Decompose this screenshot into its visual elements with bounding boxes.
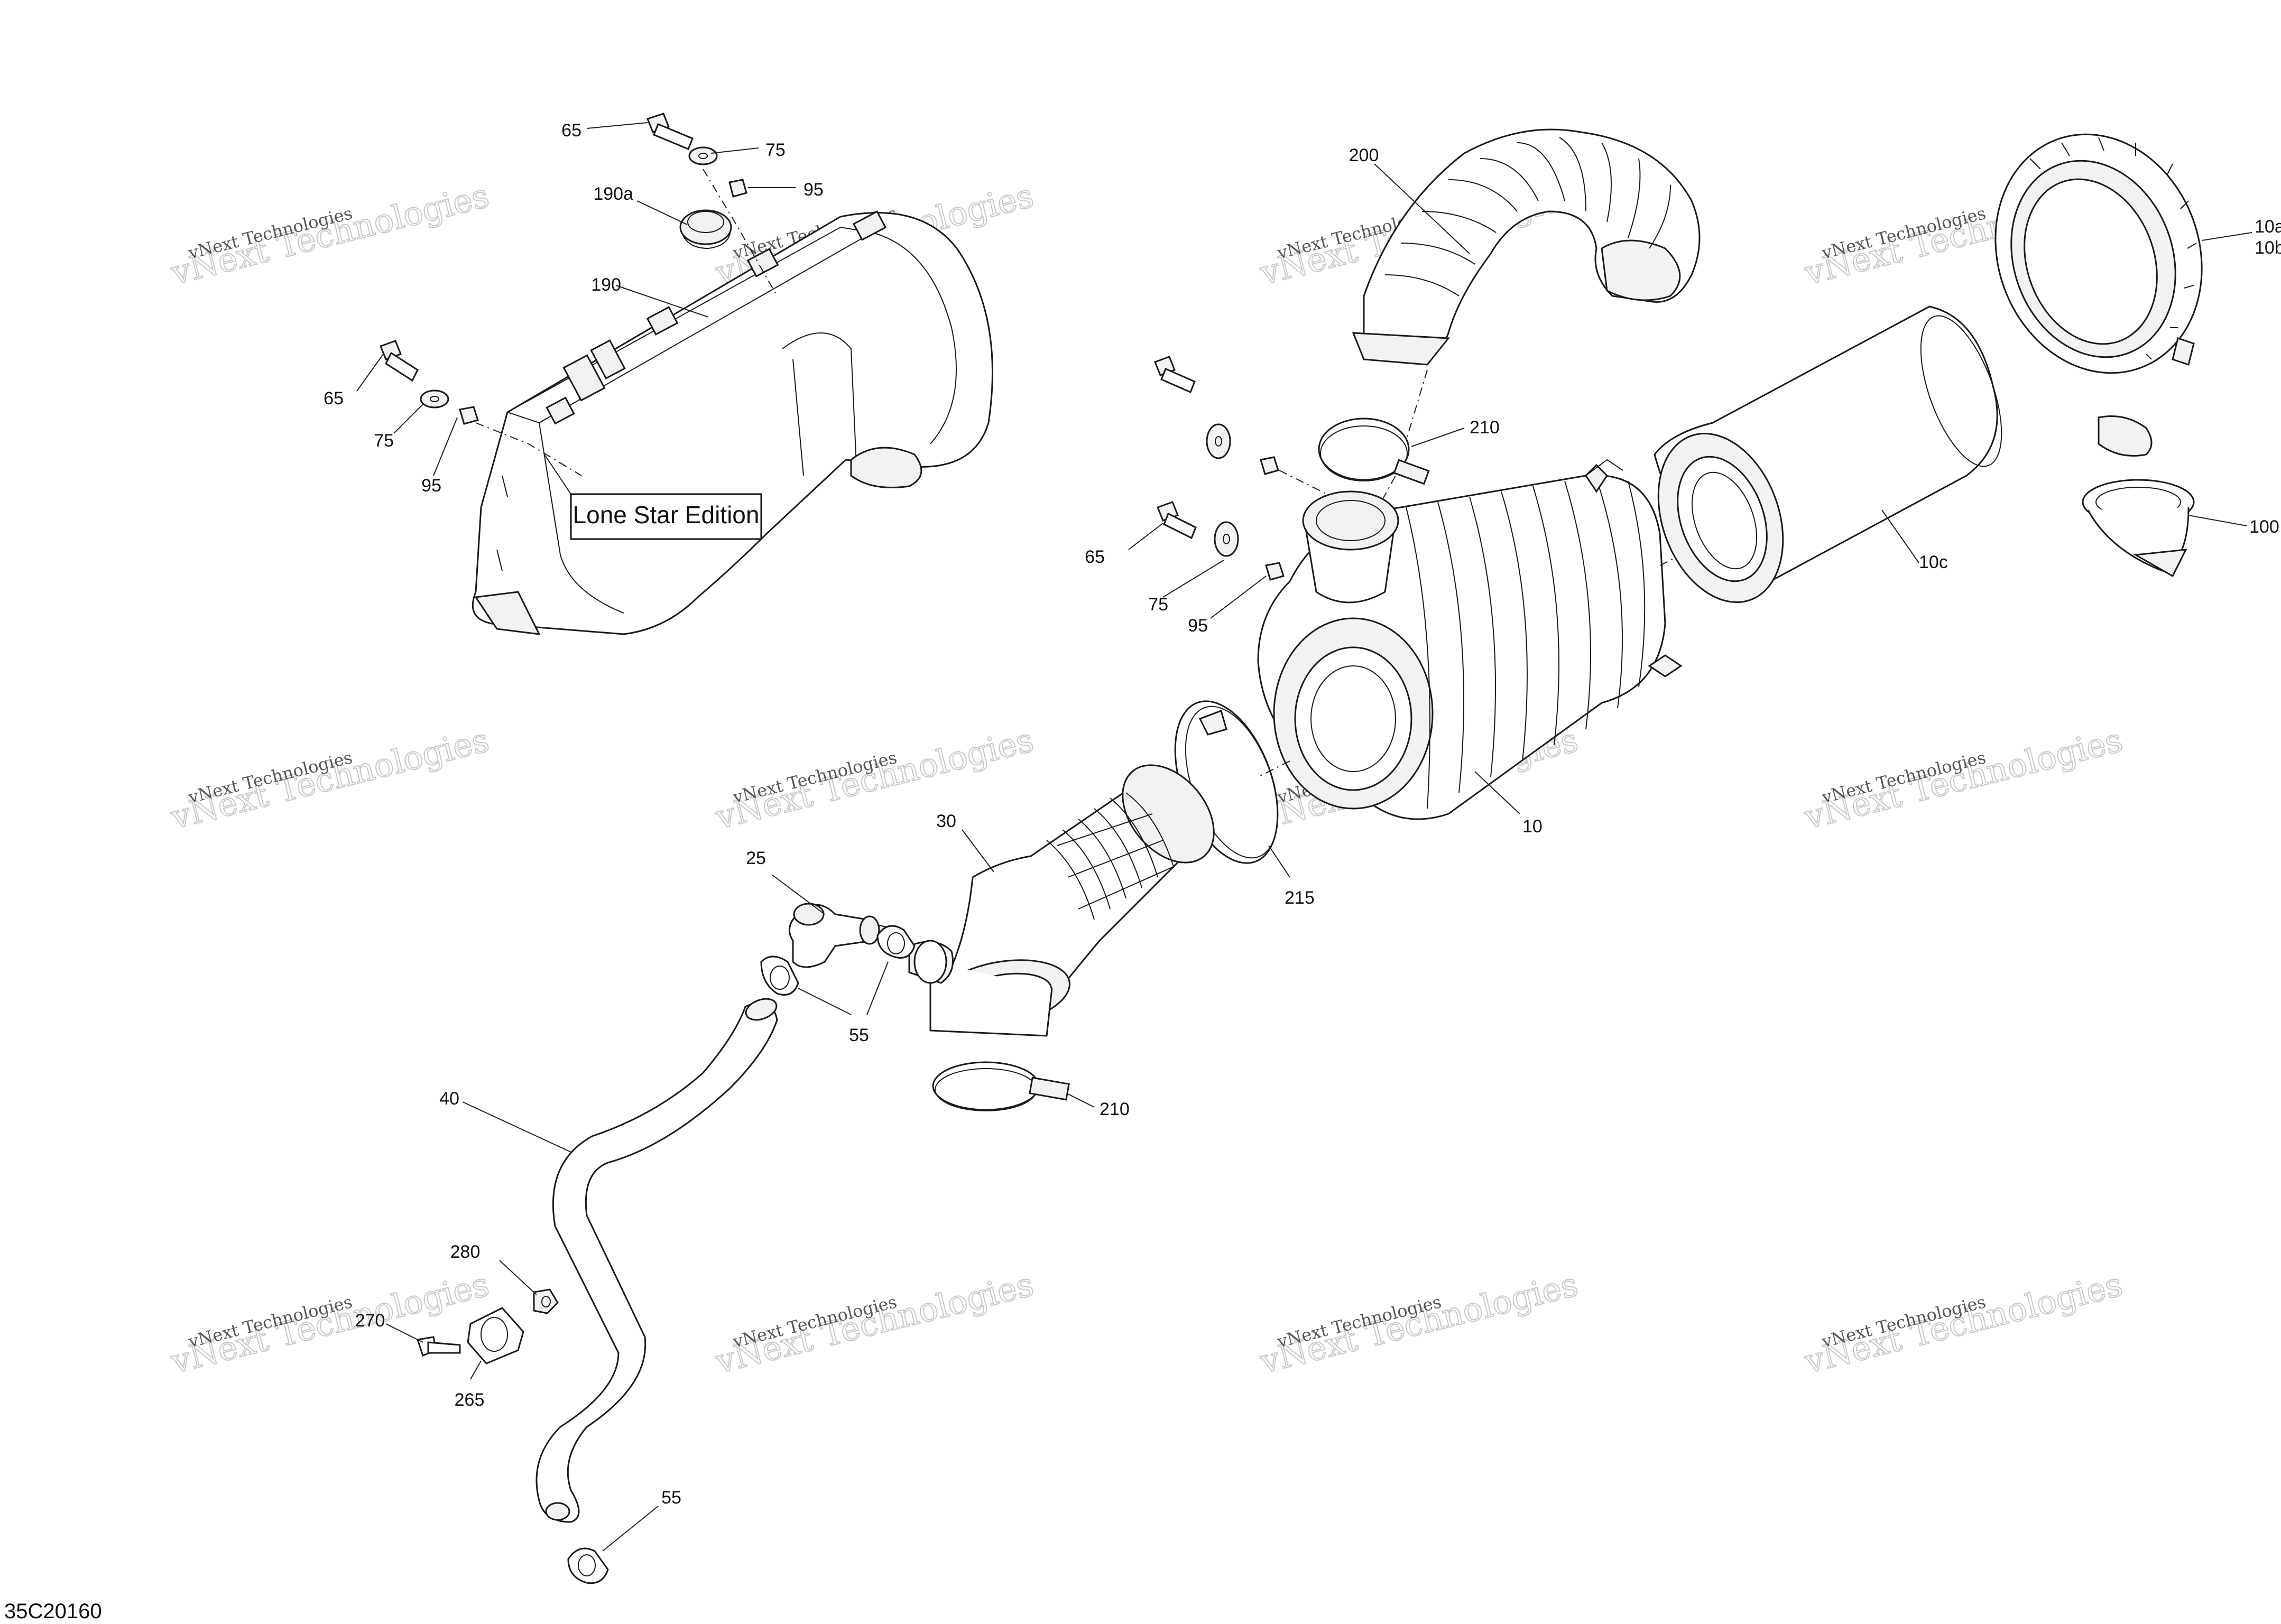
svg-text:vNext Technologies: vNext Technologies [1800,720,2126,837]
callout-190a: 190a [593,184,633,204]
callout-65-mid: 65 [1085,547,1105,567]
callout-65-top: 65 [561,120,581,141]
callout-215: 215 [1285,888,1315,908]
watermark-5: vNext Technologies vNext Technologies [167,720,493,837]
fastener-set-mid-upper [1154,356,1354,508]
watermark-11: vNext Technologies vNext Technologies [1255,1264,1582,1381]
fastener-set-left [380,340,582,476]
callout-95-mid: 95 [1188,616,1208,636]
fastener-set-mid-lower [1157,501,1285,581]
callout-280: 280 [450,1242,481,1262]
edition-label: Lone Star Edition [544,454,762,540]
callout-75-top: 75 [765,140,786,160]
svg-text:vNext Technologies: vNext Technologies [167,720,493,837]
leader-lines [356,122,2252,1552]
watermark-9: vNext Technologies vNext Technologies [167,1264,493,1381]
svg-text:vNext Technologies: vNext Technologies [167,176,493,292]
watermark-1: vNext Technologies vNext Technologies [167,175,493,293]
watermark-12: vNext Technologies vNext Technologies [1800,1264,2127,1381]
filter-element-10c [1654,305,2002,604]
callout-10b: 10b [2255,238,2281,258]
callout-210-bottom: 210 [1100,1099,1130,1119]
callout-75-mid: 75 [1148,595,1168,615]
callout-55-bottom: 55 [661,1488,681,1508]
watermark-10: vNext Technologies vNext Technologies [711,1264,1038,1381]
filter-cover-10a-10b [1994,133,2203,457]
svg-text:Lone Star Edition: Lone Star Edition [573,501,760,528]
callout-200: 200 [1349,145,1379,165]
callout-labels: 65 75 95 190a 190 65 75 95 200 210 65 75… [324,120,2281,1508]
callout-95-top: 95 [804,180,824,200]
intake-adapter-30 [908,764,1215,1037]
fastener-set-top [647,113,778,296]
callout-95-left: 95 [421,476,441,496]
drain-hose-40 [535,998,778,1523]
air-filter-housing-10 [1257,433,1935,820]
svg-text:vNext Technologies: vNext Technologies [712,1265,1037,1381]
watermark-6: vNext Technologies vNext Technologies [711,720,1038,837]
svg-text:vNext Technologies: vNext Technologies [1256,1265,1582,1381]
nut-280 [533,1288,559,1314]
callout-55-mid: 55 [849,1025,869,1045]
callout-65-left: 65 [324,388,344,409]
hose-clamp-210-top [1318,417,1430,485]
callout-100: 100 [2249,517,2279,537]
callout-270: 270 [355,1311,385,1331]
svg-text:vNext Technologies: vNext Technologies [167,1265,493,1381]
plug-190a [679,209,732,249]
svg-text:vNext Technologies: vNext Technologies [1800,1265,2126,1381]
clamp-55-bottom [567,1547,609,1584]
callout-30: 30 [936,811,956,831]
callout-210-top: 210 [1470,417,1500,438]
svg-text:vNext Technologies: vNext Technologies [712,720,1037,837]
fitting-265 [467,1307,524,1365]
callout-75-left: 75 [374,431,394,451]
screw-270 [417,1336,461,1357]
dust-valve-100 [2082,479,2195,578]
clamp-55-mid [760,925,916,996]
watermark-8: vNext Technologies vNext Technologies [1800,720,2127,837]
callout-190: 190 [591,275,621,295]
callout-10: 10 [1522,816,1543,837]
callout-10c: 10c [1919,552,1948,572]
callout-40: 40 [439,1089,459,1109]
callout-265: 265 [455,1390,485,1410]
callout-10a: 10a [2255,217,2281,237]
hose-clamp-210-bottom [932,1061,1070,1111]
diagram-code: 35C20160 [4,1600,102,1623]
callout-25: 25 [746,848,766,868]
